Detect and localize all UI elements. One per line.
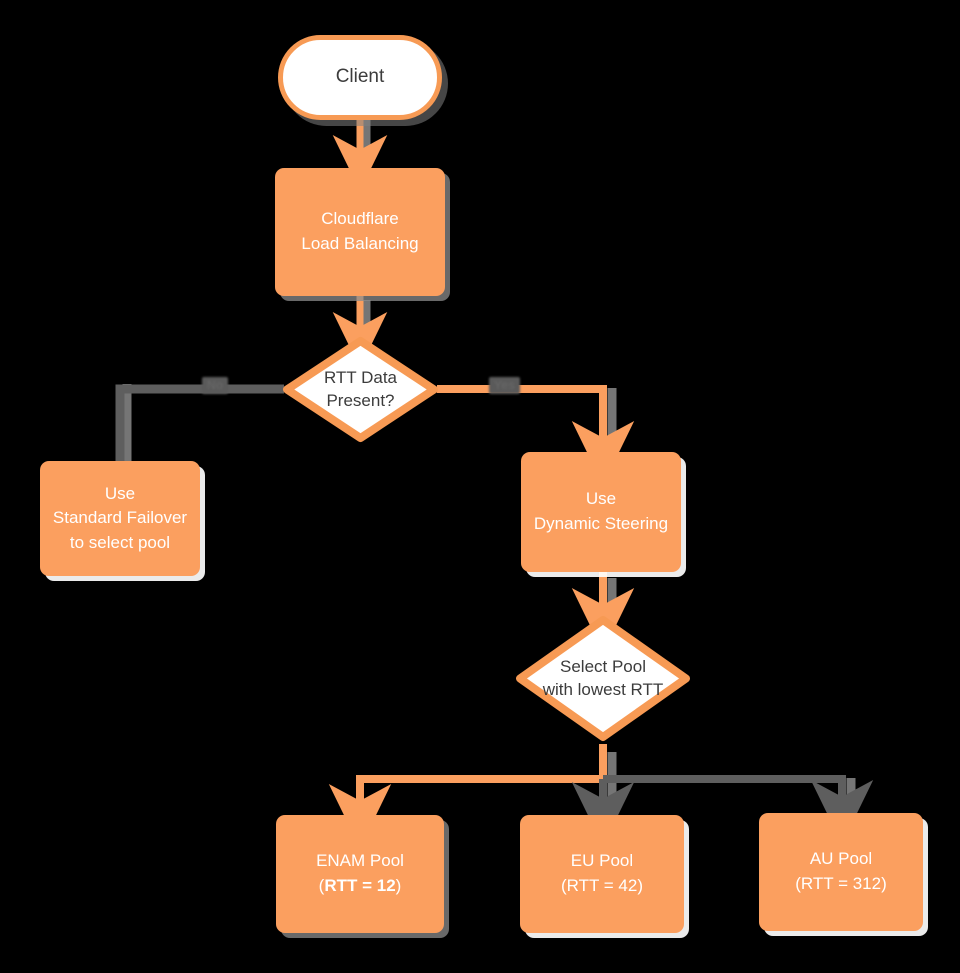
edge-decision-no xyxy=(115,384,284,462)
node-dynamic-steering-line2: Dynamic Steering xyxy=(533,514,669,533)
node-load-balancing[interactable]: Cloudflare Load Balancing xyxy=(275,168,445,296)
node-standard-failover-text: Use Standard Failover to select pool xyxy=(53,482,187,556)
node-rtt-data-present-line2: Present? xyxy=(326,390,395,410)
node-enam-pool-line2: (RTT = 12) xyxy=(316,874,404,899)
enam-paren-open: ( xyxy=(318,876,325,895)
node-rtt-data-present[interactable]: RTT Data Present? xyxy=(279,333,442,446)
node-au-pool-text: AU Pool (RTT = 312) xyxy=(795,847,887,896)
node-eu-pool[interactable]: EU Pool (RTT = 42) xyxy=(520,815,684,933)
node-load-balancing-text: Cloudflare Load Balancing xyxy=(301,207,418,256)
enam-rtt-value: RTT = 12 xyxy=(324,876,396,895)
edge-select-to-au xyxy=(603,775,874,844)
edge-select-to-enam xyxy=(328,744,607,848)
node-eu-pool-text: EU Pool (RTT = 42) xyxy=(561,849,643,898)
node-select-pool-line1: Select Pool xyxy=(560,656,646,676)
enam-paren-close: ) xyxy=(395,876,402,895)
node-dynamic-steering-line1: Use xyxy=(585,489,617,509)
node-client[interactable]: Client xyxy=(278,35,442,120)
node-standard-failover[interactable]: Use Standard Failover to select pool xyxy=(40,461,200,576)
node-rtt-data-present-line1: RTT Data xyxy=(323,367,398,387)
diamond-shape-icon xyxy=(516,616,690,741)
node-client-label: Client xyxy=(335,66,385,88)
node-enam-pool-text: ENAM Pool (RTT = 12) xyxy=(316,849,404,898)
node-au-pool-line1: AU Pool xyxy=(809,849,873,869)
node-load-balancing-line2: Load Balancing xyxy=(301,234,419,253)
edge-decision-yes xyxy=(437,385,635,485)
node-au-pool[interactable]: AU Pool (RTT = 312) xyxy=(759,813,923,931)
edge-label-no: No xyxy=(202,377,229,395)
node-enam-pool[interactable]: ENAM Pool (RTT = 12) xyxy=(276,815,444,933)
node-standard-failover-line3: to select pool xyxy=(69,532,171,552)
node-load-balancing-line1: Cloudflare xyxy=(321,209,399,229)
diamond-shape-icon xyxy=(283,337,438,442)
node-dynamic-steering-text: Use Dynamic Steering xyxy=(534,487,668,536)
node-select-pool-line2: with lowest RTT xyxy=(542,679,664,699)
node-eu-pool-line2: (RTT = 42) xyxy=(560,876,644,895)
node-au-pool-line2: (RTT = 312) xyxy=(795,874,887,893)
node-select-pool[interactable]: Select Pool with lowest RTT xyxy=(513,613,693,744)
node-standard-failover-line2: Standard Failover xyxy=(52,508,188,528)
node-enam-pool-line1: ENAM Pool xyxy=(316,851,404,871)
node-standard-failover-line1: Use xyxy=(104,483,136,503)
edge-label-yes: Yes xyxy=(489,377,521,395)
node-eu-pool-line1: EU Pool xyxy=(570,851,634,871)
node-rtt-data-present-text: RTT Data Present? xyxy=(279,367,442,413)
node-dynamic-steering[interactable]: Use Dynamic Steering xyxy=(521,452,681,572)
node-select-pool-text: Select Pool with lowest RTT xyxy=(513,656,693,702)
